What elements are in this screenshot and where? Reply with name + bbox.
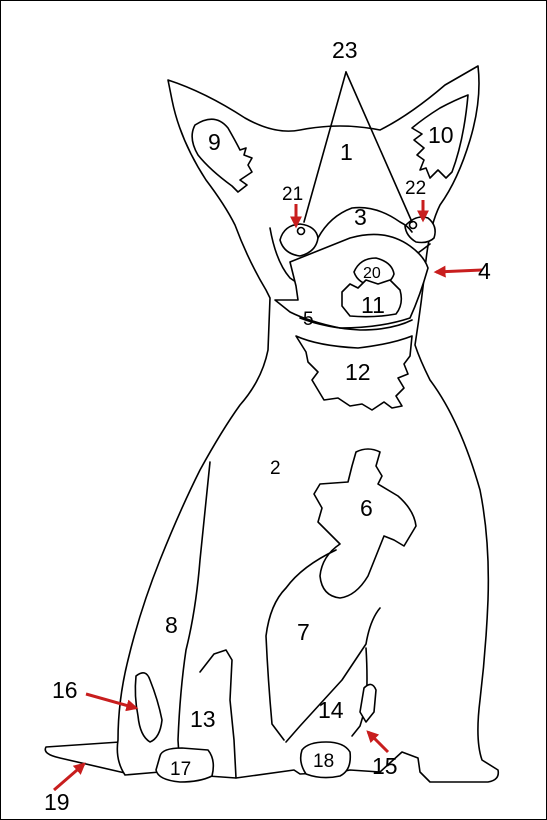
label-19: 19 [44, 789, 70, 815]
left-pupil [298, 228, 305, 235]
label-10: 10 [428, 122, 454, 148]
label-1: 1 [340, 139, 353, 165]
arrow-19 [54, 764, 84, 790]
label-15: 15 [372, 753, 398, 779]
label-22: 22 [405, 178, 426, 199]
label-17: 17 [170, 759, 191, 780]
right-pupil [410, 222, 417, 229]
label-20: 20 [363, 265, 381, 282]
label-13: 13 [190, 706, 216, 732]
label-5: 5 [303, 309, 314, 330]
label-14: 14 [318, 697, 344, 723]
label-12: 12 [345, 359, 371, 385]
arrow-4 [436, 270, 482, 272]
label-8: 8 [165, 612, 178, 638]
label-18: 18 [313, 751, 334, 772]
label-21: 21 [282, 184, 303, 205]
label-6: 6 [360, 495, 373, 521]
label-4: 4 [478, 258, 491, 284]
label-16: 16 [52, 677, 78, 703]
label-2: 2 [270, 458, 281, 479]
label-3: 3 [354, 204, 367, 230]
tail [45, 742, 125, 773]
label-9: 9 [208, 129, 221, 155]
label-7: 7 [297, 619, 310, 645]
label-11: 11 [361, 292, 385, 318]
label-23: 23 [332, 37, 358, 63]
